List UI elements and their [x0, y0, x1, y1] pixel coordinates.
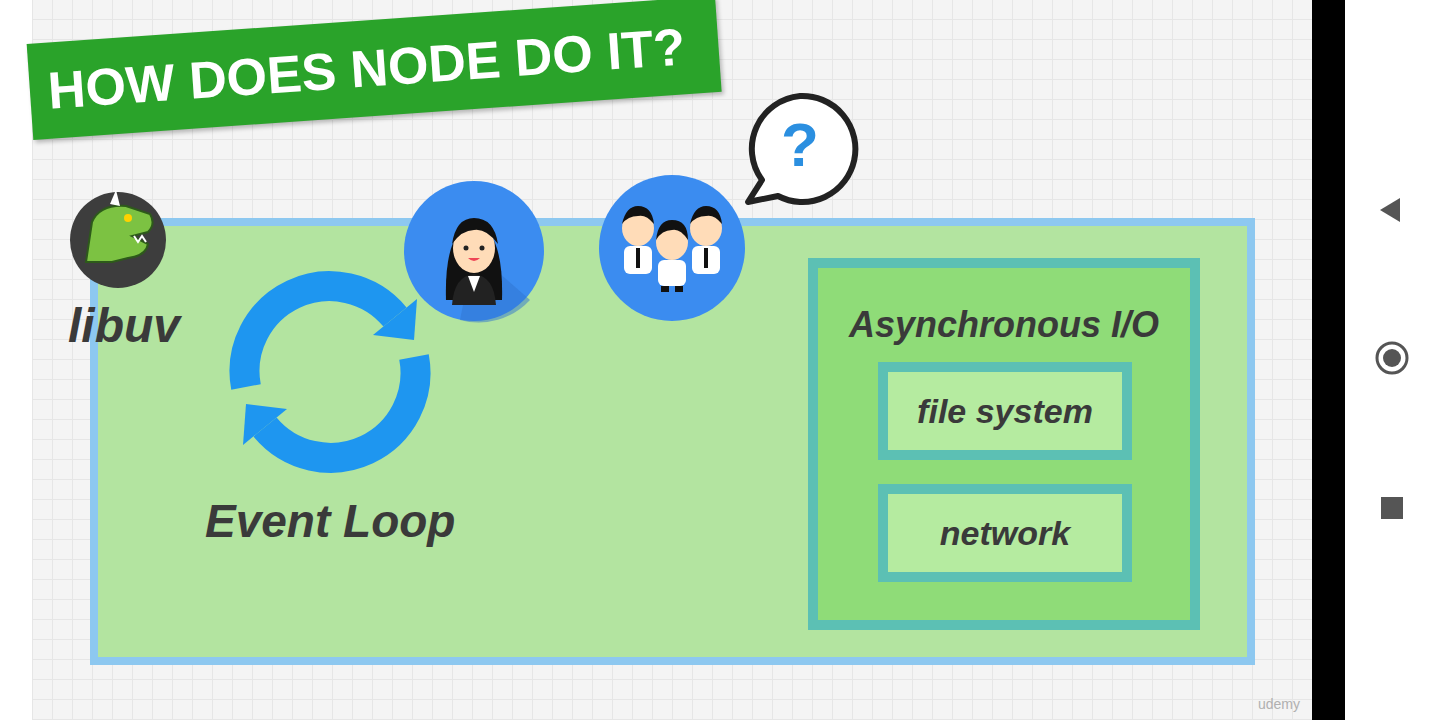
node-label: file system: [888, 372, 1122, 450]
event-loop-label: Event Loop: [205, 494, 455, 548]
node-label: Asynchronous I/O: [818, 304, 1190, 346]
process-box: network: [878, 484, 1132, 582]
node-label: network: [888, 494, 1122, 572]
title-banner: HOW DOES NODE DO IT?: [27, 0, 722, 140]
watermark: udemy: [1258, 696, 1300, 712]
async-io-box: Asynchronous I/O file system network: [808, 258, 1200, 630]
phone-bar: [1312, 0, 1345, 720]
question-mark: ?: [770, 110, 830, 180]
process-box: file system: [878, 362, 1132, 460]
title-text: HOW DOES NODE DO IT?: [27, 0, 722, 140]
node-label: libuv: [68, 298, 180, 353]
